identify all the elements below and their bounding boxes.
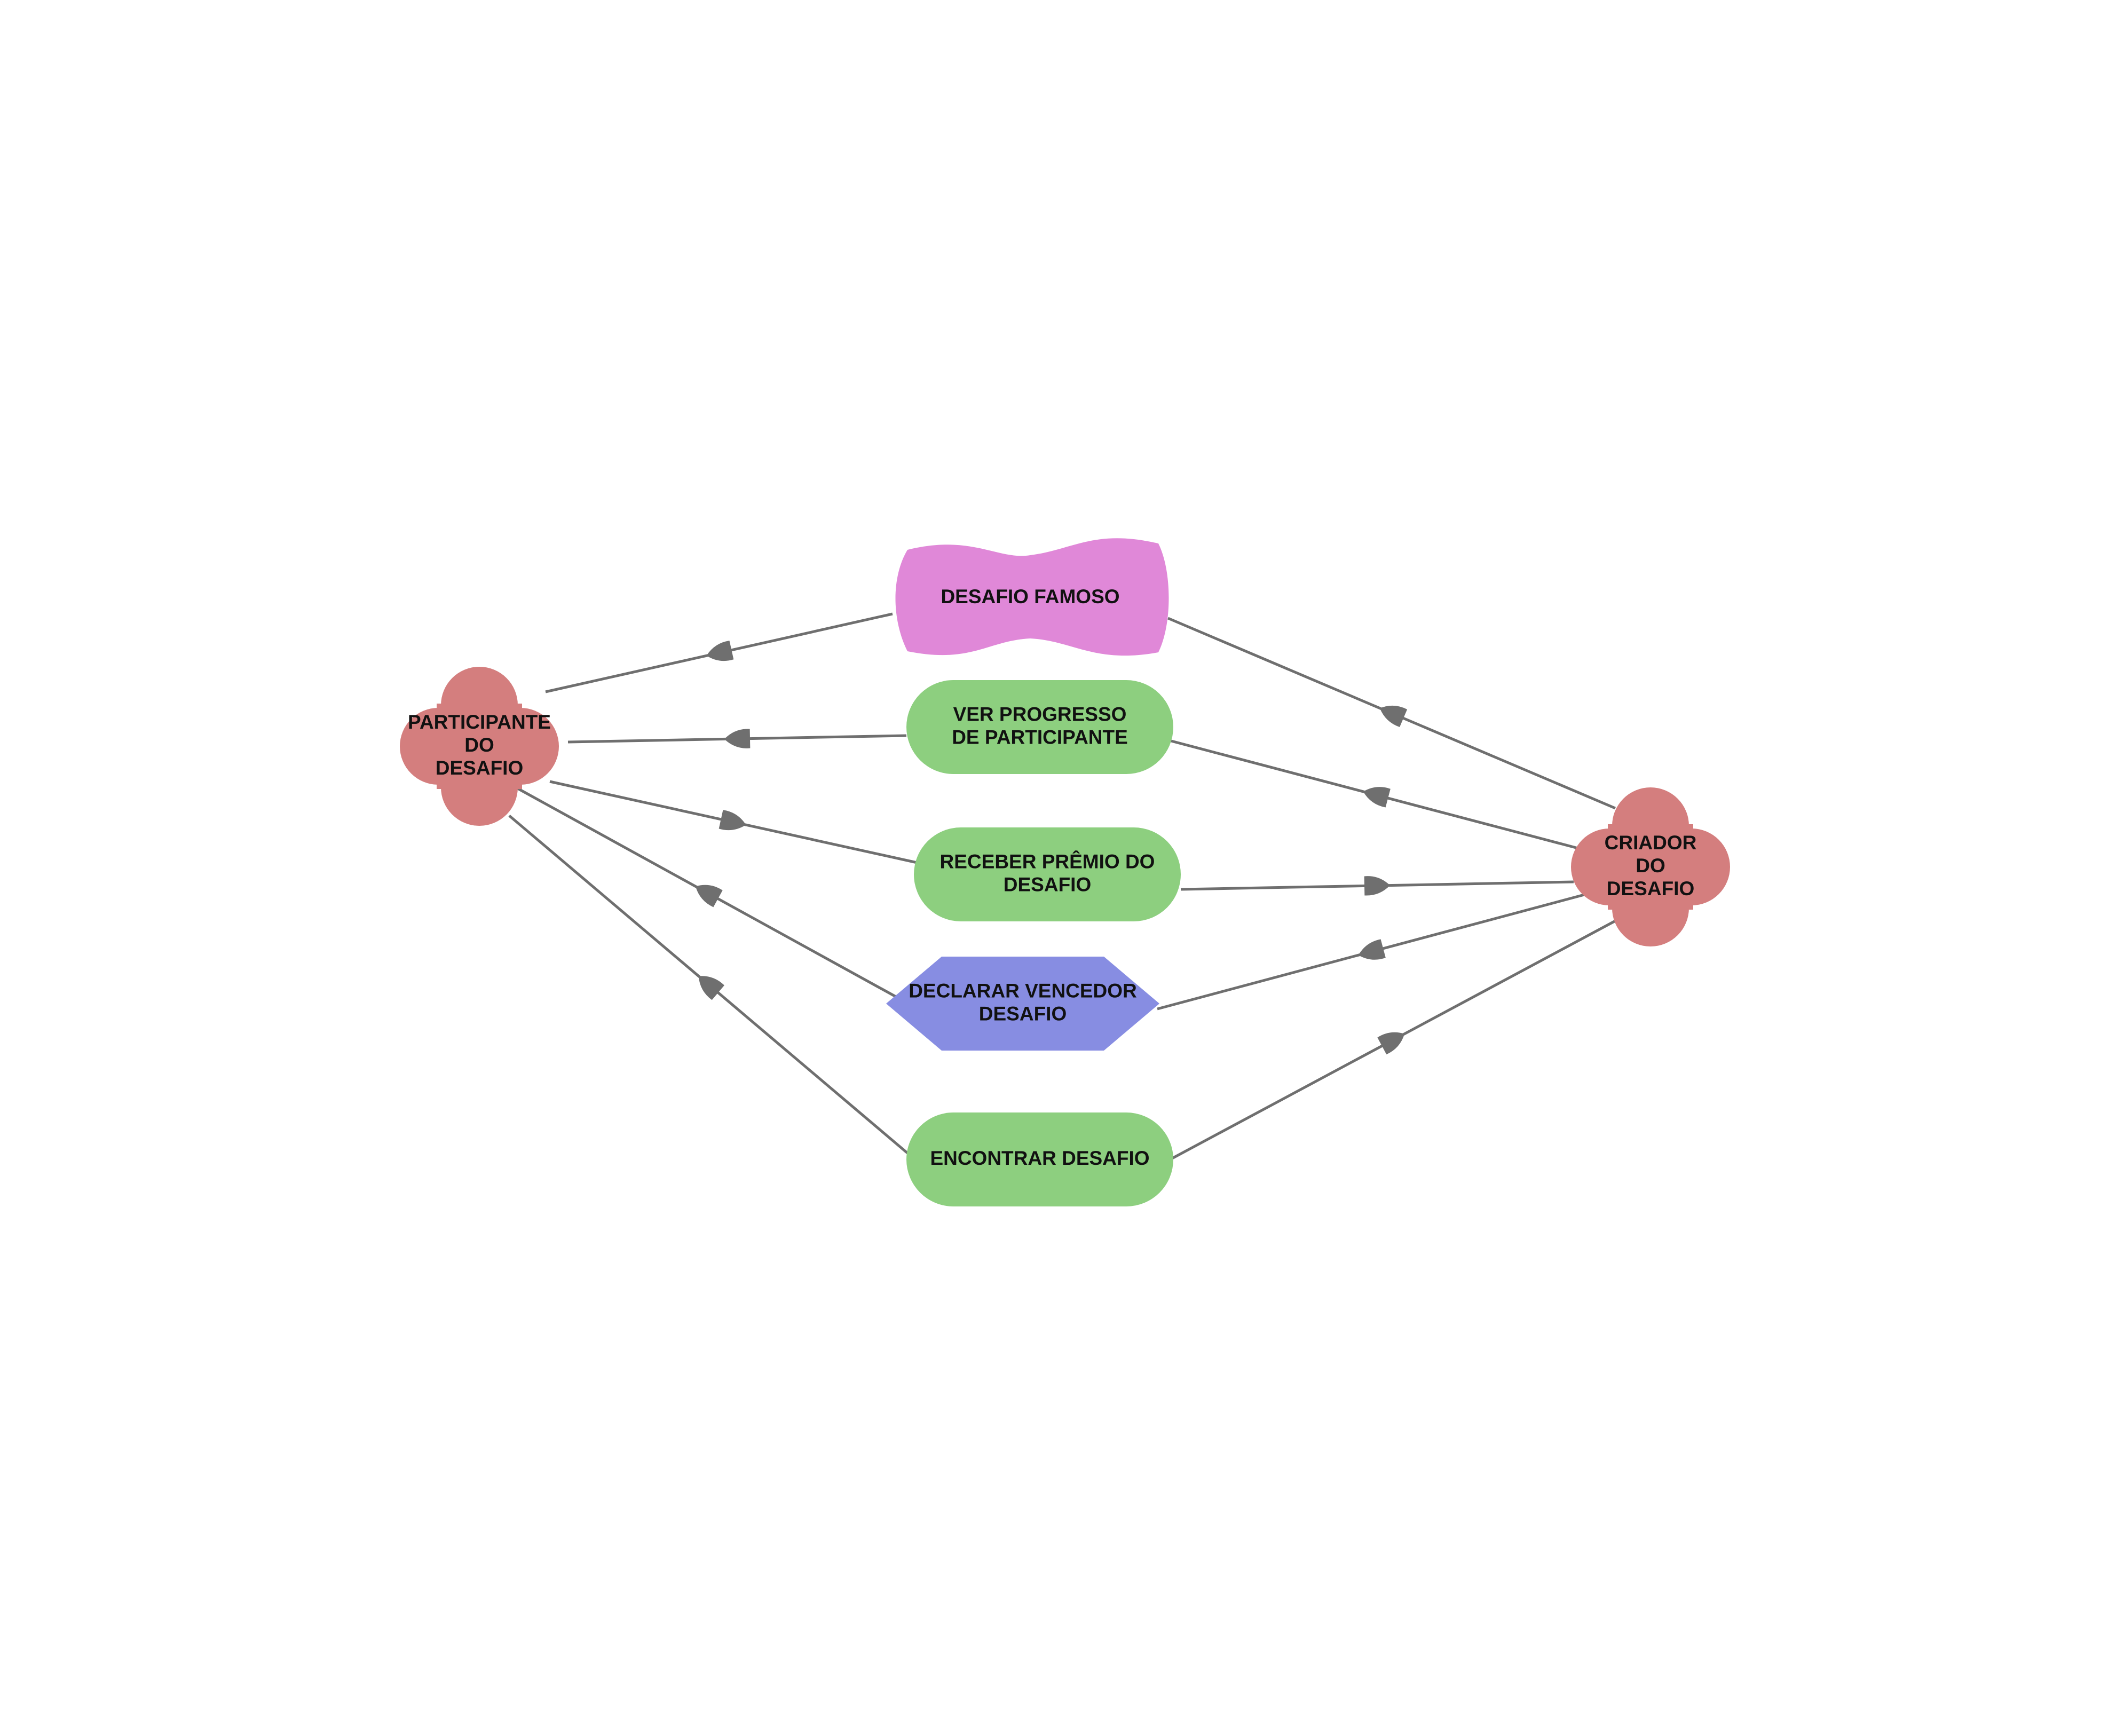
edge-desafio-famoso-to-participante (545, 612, 893, 693)
node-label-line: DESAFIO (1607, 878, 1694, 899)
node-label-line: DESAFIO (436, 757, 523, 779)
node-desafio-famoso[interactable]: DESAFIO FAMOSO (895, 538, 1169, 656)
node-label-line: DO (464, 734, 494, 756)
flower-shape (1571, 787, 1730, 946)
arrowhead-icon (1363, 787, 1391, 808)
node-label-line: ENCONTRAR DESAFIO (930, 1147, 1149, 1169)
node-label-line: DESAFIO (979, 1003, 1067, 1024)
edge-criador-to-desafio-famoso (1167, 617, 1616, 810)
edge-criador-to-declarar-vencedor (1157, 893, 1585, 1011)
node-label-line: VER PROGRESSO (953, 703, 1127, 725)
node-encontrar-desafio[interactable]: ENCONTRAR DESAFIO (906, 1112, 1173, 1206)
node-label-line: CRIADOR (1605, 832, 1697, 854)
hexagon-shape (886, 957, 1159, 1051)
stadium-shape (906, 1112, 1173, 1206)
node-label-line: DESAFIO (1004, 873, 1091, 895)
node-label-line: PARTICIPANTE (408, 711, 551, 733)
wavy-shape (895, 538, 1169, 656)
edge-encontrar-desafio-to-participante (508, 815, 909, 1154)
arrowhead-icon (718, 810, 746, 831)
arrowhead-icon (698, 976, 724, 1000)
flower-shape (400, 667, 559, 826)
node-label-line: DESAFIO FAMOSO (941, 586, 1119, 607)
nodes-layer: PARTICIPANTEDODESAFIOCRIADORDODESAFIODES… (400, 538, 1730, 1206)
edge-criador-to-ver-progresso (1171, 739, 1581, 850)
arrowhead-icon (706, 641, 734, 661)
arrowhead-icon (1379, 705, 1408, 727)
edge-encontrar-desafio-to-criador (1169, 919, 1617, 1161)
arrowhead-icon (1377, 1032, 1405, 1055)
arrowhead-icon (1358, 939, 1386, 960)
stadium-shape (906, 680, 1173, 774)
node-label-line: RECEBER PRÊMIO DO (940, 850, 1155, 872)
edge-receber-premio-to-criador (1180, 876, 1574, 896)
stadium-shape (914, 827, 1181, 921)
edge-participante-to-receber-premio (549, 780, 918, 864)
arrowhead-icon (1364, 876, 1390, 896)
node-label-line: DE PARTICIPANTE (952, 726, 1128, 748)
node-label-line: DECLARAR VENCEDOR (909, 980, 1137, 1001)
arrowhead-icon (724, 729, 751, 748)
edge-declarar-vencedor-to-participante (516, 786, 898, 999)
edges-layer (508, 612, 1617, 1161)
edge-ver-progresso-to-participante (567, 729, 907, 748)
arrowhead-icon (695, 885, 723, 908)
node-label-line: DO (1636, 855, 1665, 877)
